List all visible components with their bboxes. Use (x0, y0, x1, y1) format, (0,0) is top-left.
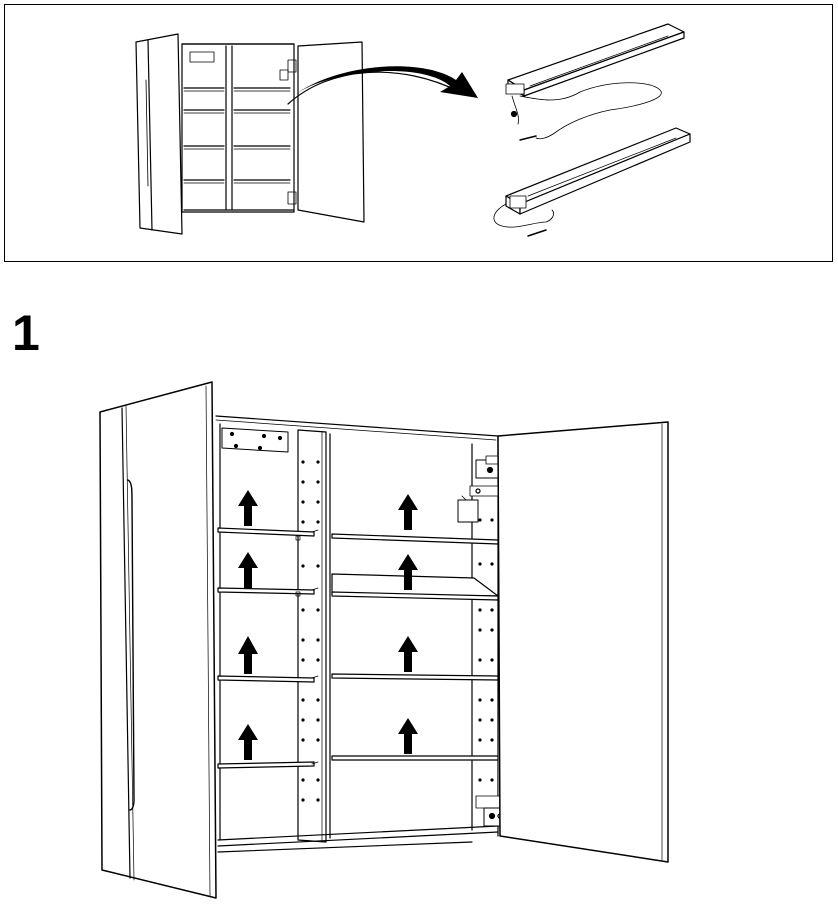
led-strip-top (506, 24, 684, 140)
large-cabinet (100, 382, 668, 898)
arrow-up-icon (238, 490, 258, 526)
arrow-up-icon (238, 724, 258, 760)
arrow-up-icon (398, 494, 418, 530)
arrow-up-icon (238, 636, 258, 674)
led-strip-bottom (494, 128, 690, 236)
arrow-up-icon (398, 636, 418, 672)
arrow-up-icon (238, 552, 258, 588)
small-cabinet (136, 34, 364, 234)
arrow-up-icon (398, 718, 418, 754)
step-number: 1 (12, 308, 40, 358)
